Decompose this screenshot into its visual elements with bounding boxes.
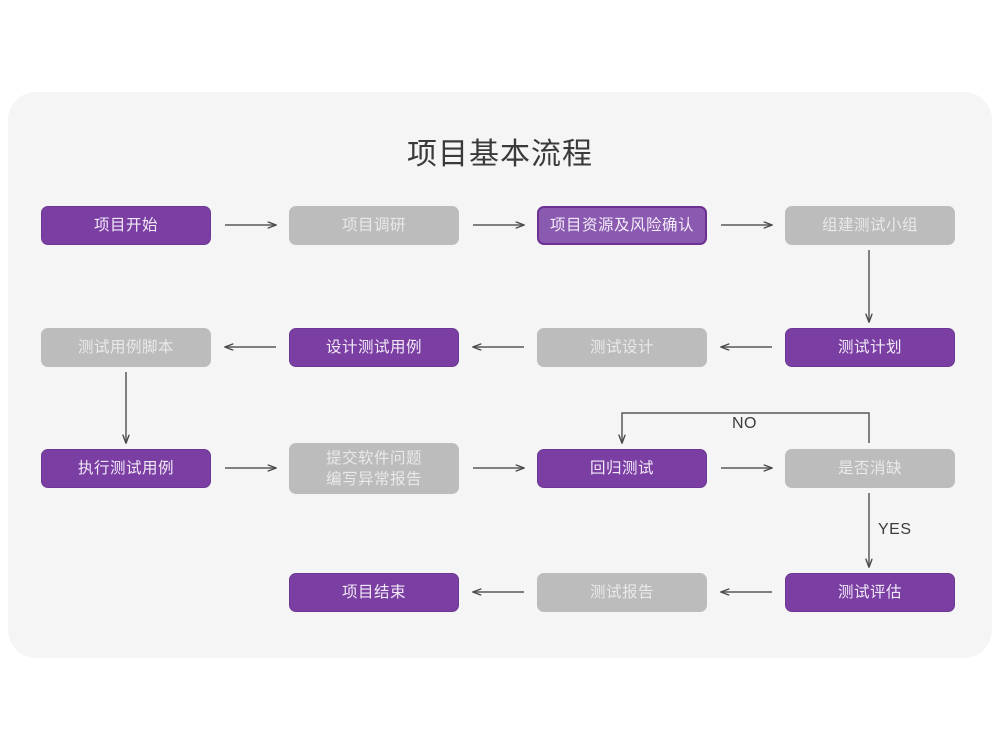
node-test-case-script[interactable]: 测试用例脚本 — [41, 328, 211, 367]
edge-label-no: NO — [732, 415, 757, 432]
node-submit-defect-report[interactable]: 提交软件问题 编写异常报告 — [289, 443, 459, 494]
node-test-design[interactable]: 测试设计 — [537, 328, 707, 367]
node-regression-test[interactable]: 回归测试 — [537, 449, 707, 488]
node-test-report[interactable]: 测试报告 — [537, 573, 707, 612]
node-form-test-team[interactable]: 组建测试小组 — [785, 206, 955, 245]
node-test-plan[interactable]: 测试计划 — [785, 328, 955, 367]
node-execute-test-case[interactable]: 执行测试用例 — [41, 449, 211, 488]
node-design-test-case[interactable]: 设计测试用例 — [289, 328, 459, 367]
node-project-end[interactable]: 项目结束 — [289, 573, 459, 612]
page-title: 项目基本流程 — [407, 138, 593, 171]
node-resource-risk-confirm[interactable]: 项目资源及风险确认 — [537, 206, 707, 245]
edge-label-yes: YES — [878, 521, 912, 538]
node-test-evaluation[interactable]: 测试评估 — [785, 573, 955, 612]
flowchart-card — [8, 92, 992, 658]
node-project-start[interactable]: 项目开始 — [41, 206, 211, 245]
node-project-research[interactable]: 项目调研 — [289, 206, 459, 245]
node-defect-resolved[interactable]: 是否消缺 — [785, 449, 955, 488]
